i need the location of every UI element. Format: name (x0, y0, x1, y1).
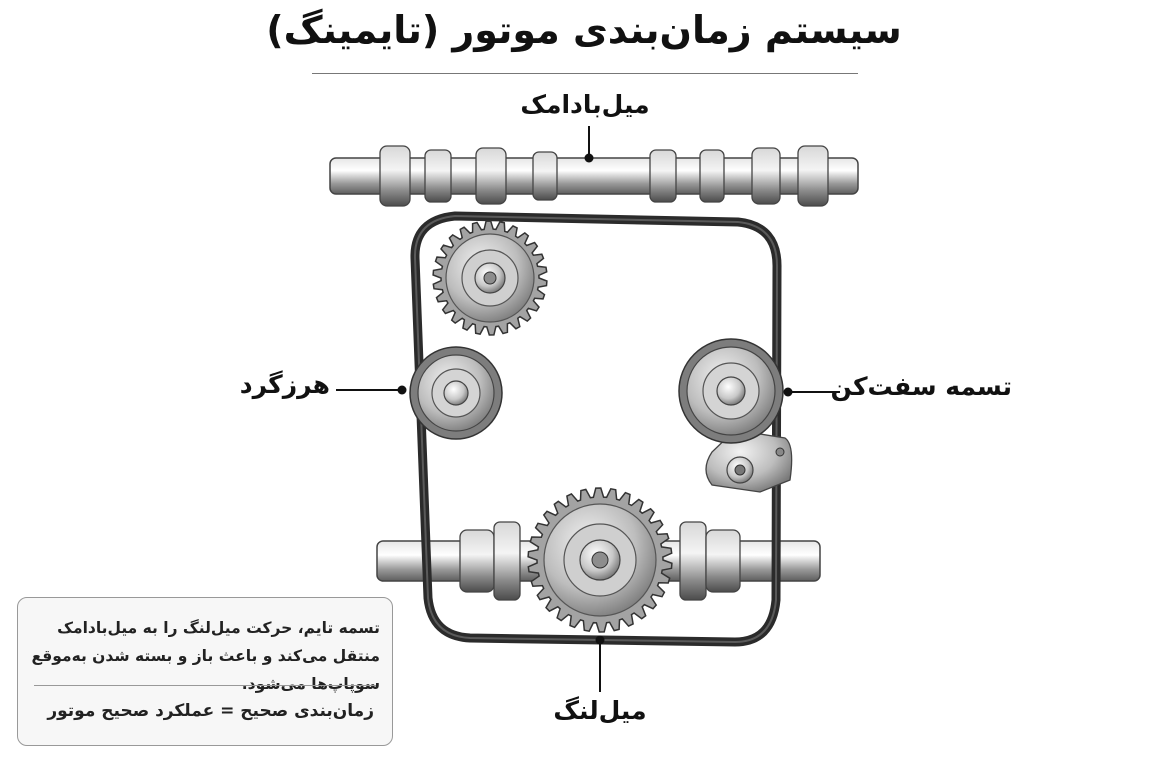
crankshaft-label: میل‌لنگ (553, 696, 647, 725)
leader-lines (336, 126, 840, 692)
crankshaft-sprocket (527, 487, 673, 633)
title-divider (312, 73, 858, 74)
page-title: سیستم زمان‌بندی موتور (تایمینگ) (266, 8, 902, 52)
camshaft-sprocket (432, 220, 548, 336)
camshaft-label: میل‌بادامک (520, 90, 650, 119)
info-note: تسمه تایم، حرکت میل‌لنگ را به میل‌بادامک… (17, 597, 393, 746)
timing-belt (410, 211, 782, 647)
tensioner-leader-dot (783, 387, 793, 397)
camshaft (329, 145, 859, 207)
crankshaft-leader-dot (595, 635, 605, 645)
tensioner-label: تسمه سفت‌کن (830, 372, 1012, 401)
camshaft-leader-dot (584, 153, 594, 163)
idler-label: هرزگرد (239, 370, 330, 399)
tensioner-pulley (678, 338, 793, 493)
idler-pulley (409, 346, 503, 440)
camshaft-lobes (379, 145, 829, 207)
note-divider (34, 685, 376, 686)
note-summary: زمان‌بندی صحیح = عملکرد صحیح موتور (47, 701, 374, 721)
idler-leader-dot (397, 385, 407, 395)
note-description: تسمه تایم، حرکت میل‌لنگ را به میل‌بادامک… (31, 619, 380, 693)
